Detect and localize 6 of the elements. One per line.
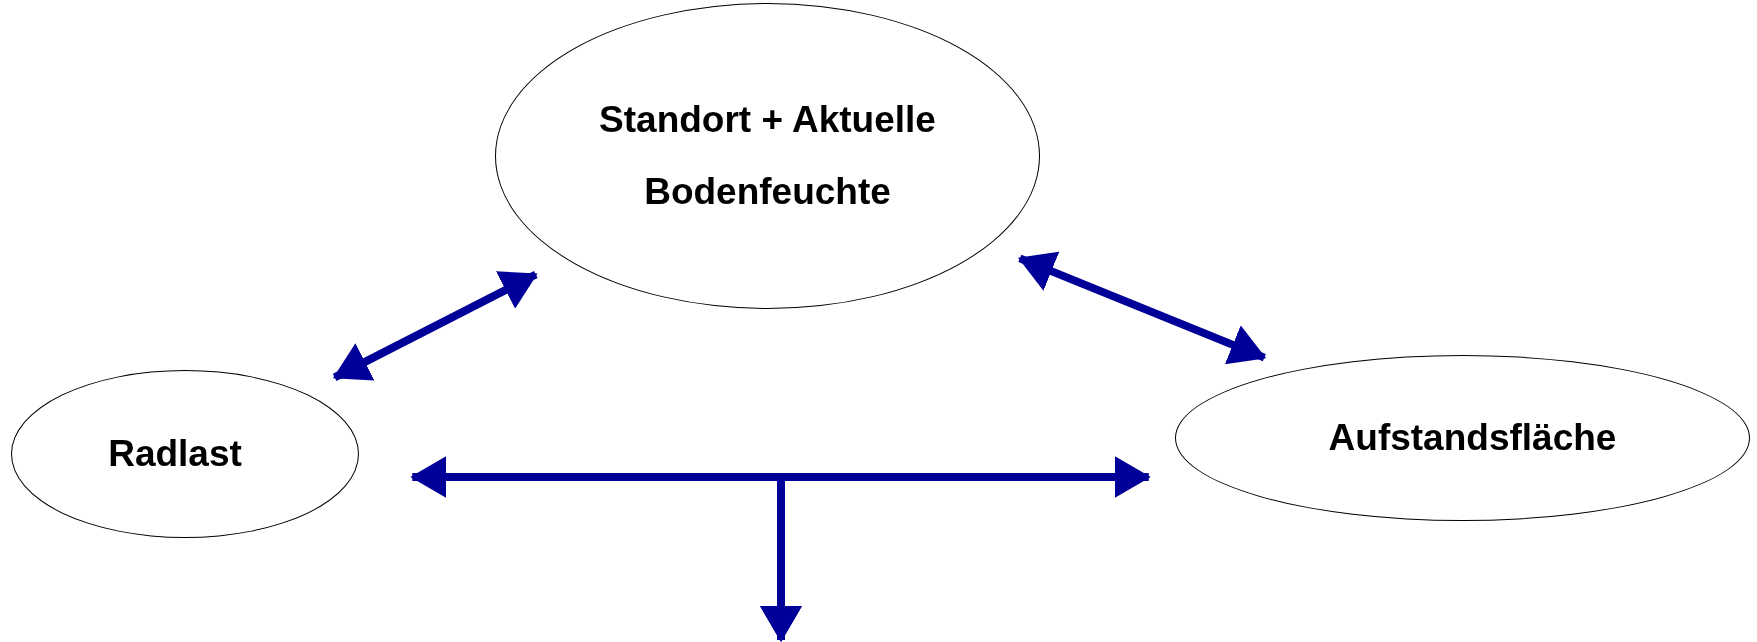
node-label: Aufstandsfläche [1328,415,1617,460]
arrow [332,270,538,381]
node-label: Standort + Aktuelle Bodenfeuchte [598,97,937,214]
arrow [760,456,1151,642]
node-label: Radlast [108,431,242,476]
arrow [1018,251,1267,365]
